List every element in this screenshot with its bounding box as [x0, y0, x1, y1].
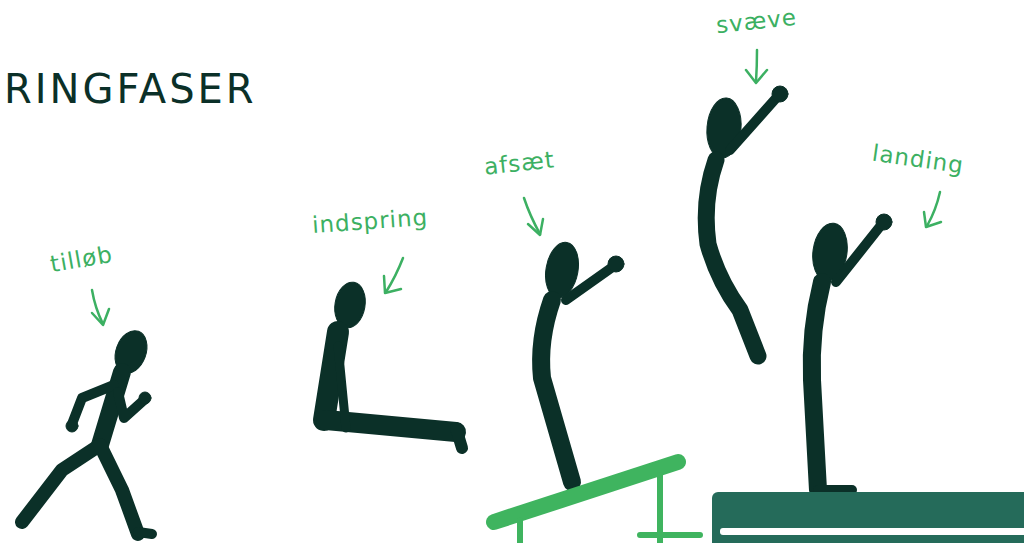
phase-label: indspring [311, 204, 429, 238]
foot [138, 532, 152, 534]
vaulting-box [712, 492, 1024, 543]
leg [100, 445, 138, 534]
hand [608, 256, 624, 272]
arm [72, 385, 114, 424]
arm [836, 224, 882, 282]
arm [338, 346, 346, 428]
arrow-head [528, 219, 543, 235]
leader-arrow [386, 258, 403, 292]
phase-label: tilløb [48, 241, 114, 278]
springboard-legs [520, 475, 700, 543]
foot [456, 428, 462, 448]
hand [772, 86, 788, 102]
arm [730, 96, 778, 150]
phase-label: svæve [715, 4, 798, 38]
box-stripe [720, 528, 1024, 535]
phase-label: afsæt [483, 146, 556, 179]
body [812, 282, 822, 490]
hand [876, 214, 892, 230]
hand [66, 420, 78, 432]
body [706, 160, 758, 356]
leader-arrow [756, 50, 757, 82]
springboard [494, 462, 678, 522]
head [704, 97, 743, 160]
arrow-head [384, 276, 401, 293]
phase-label: landing [871, 140, 966, 179]
arrow-head [924, 212, 941, 227]
hand [139, 392, 151, 404]
page-title: RINGFASER [4, 66, 257, 112]
arrow-head [746, 70, 767, 83]
leg [22, 445, 100, 522]
body [541, 300, 572, 482]
arrow-head [92, 309, 109, 325]
leader-arrow [927, 192, 940, 226]
arm [566, 266, 614, 300]
